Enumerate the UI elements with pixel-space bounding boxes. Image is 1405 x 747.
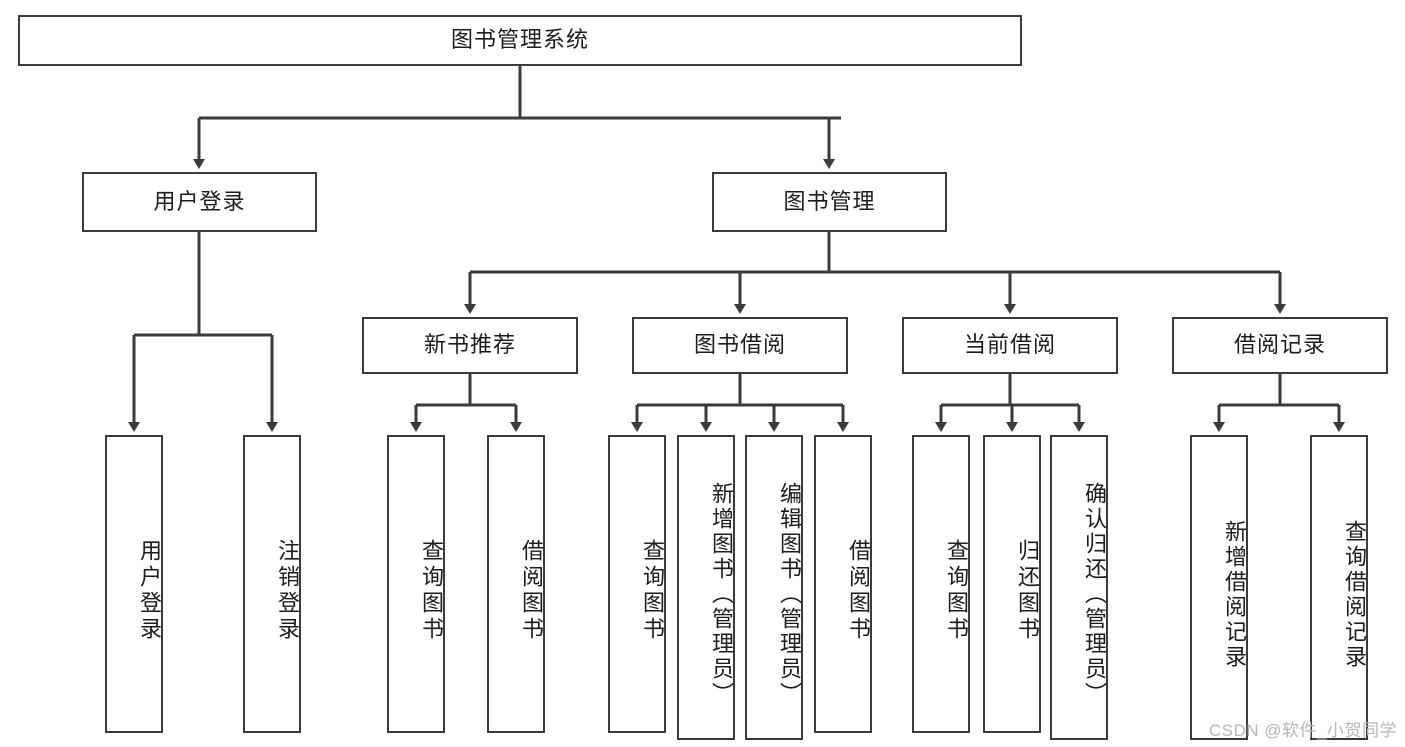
leaf-logout[interactable]: 注销登录 <box>243 435 301 733</box>
node-new-book-recommend[interactable]: 新书推荐 <box>362 317 578 374</box>
node-root-label: 图书管理系统 <box>450 27 589 53</box>
leaf-add-book-admin-label: 新增图书（管理员） <box>709 482 734 707</box>
leaf-borrow-book-label: 借阅图书 <box>846 539 871 643</box>
leaf-query-book-borrow-label: 查询图书 <box>640 539 665 643</box>
leaf-add-book-admin[interactable]: 新增图书（管理员） <box>677 435 735 740</box>
csdn-watermark: CSDN @软件_小贺同学 <box>1208 721 1397 740</box>
leaf-query-book-borrow[interactable]: 查询图书 <box>608 435 666 733</box>
leaf-query-book-current[interactable]: 查询图书 <box>912 435 970 733</box>
leaf-query-book-current-label: 查询图书 <box>944 539 969 643</box>
leaf-user-login[interactable]: 用户登录 <box>105 435 163 733</box>
leaf-query-borrow-record-label: 查询借阅记录 <box>1342 519 1367 670</box>
leaf-return-book[interactable]: 归还图书 <box>983 435 1041 733</box>
node-current-borrow-label: 当前借阅 <box>963 332 1056 358</box>
leaf-borrow-book-recommend-label: 借阅图书 <box>519 539 544 643</box>
node-root[interactable]: 图书管理系统 <box>18 15 1022 66</box>
leaf-query-book-recommend-label: 查询图书 <box>419 539 444 643</box>
node-book-management-label: 图书管理 <box>783 188 876 214</box>
leaf-add-borrow-record-label: 新增借阅记录 <box>1222 519 1247 670</box>
node-user-login-label: 用户登录 <box>153 188 246 214</box>
node-user-login[interactable]: 用户登录 <box>82 172 317 232</box>
node-borrow-record[interactable]: 借阅记录 <box>1172 317 1388 374</box>
leaf-borrow-book[interactable]: 借阅图书 <box>814 435 872 733</box>
node-current-borrow[interactable]: 当前借阅 <box>902 317 1118 374</box>
leaf-edit-book-admin-label: 编辑图书（管理员） <box>777 482 802 707</box>
leaf-add-borrow-record[interactable]: 新增借阅记录 <box>1190 435 1248 740</box>
leaf-query-book-recommend[interactable]: 查询图书 <box>387 435 445 733</box>
leaf-confirm-return-admin[interactable]: 确认归还（管理员） <box>1050 435 1108 740</box>
node-book-borrow-label: 图书借阅 <box>693 332 786 358</box>
leaf-return-book-label: 归还图书 <box>1015 539 1040 643</box>
node-new-book-recommend-label: 新书推荐 <box>423 332 516 358</box>
leaf-query-borrow-record[interactable]: 查询借阅记录 <box>1310 435 1368 740</box>
leaf-edit-book-admin[interactable]: 编辑图书（管理员） <box>745 435 803 740</box>
leaf-confirm-return-admin-label: 确认归还（管理员） <box>1082 482 1107 707</box>
leaf-user-login-label: 用户登录 <box>137 539 162 643</box>
leaf-logout-label: 注销登录 <box>275 539 300 643</box>
node-book-management[interactable]: 图书管理 <box>712 172 947 232</box>
node-book-borrow[interactable]: 图书借阅 <box>632 317 848 374</box>
leaf-borrow-book-recommend[interactable]: 借阅图书 <box>487 435 545 733</box>
node-borrow-record-label: 借阅记录 <box>1233 332 1326 358</box>
